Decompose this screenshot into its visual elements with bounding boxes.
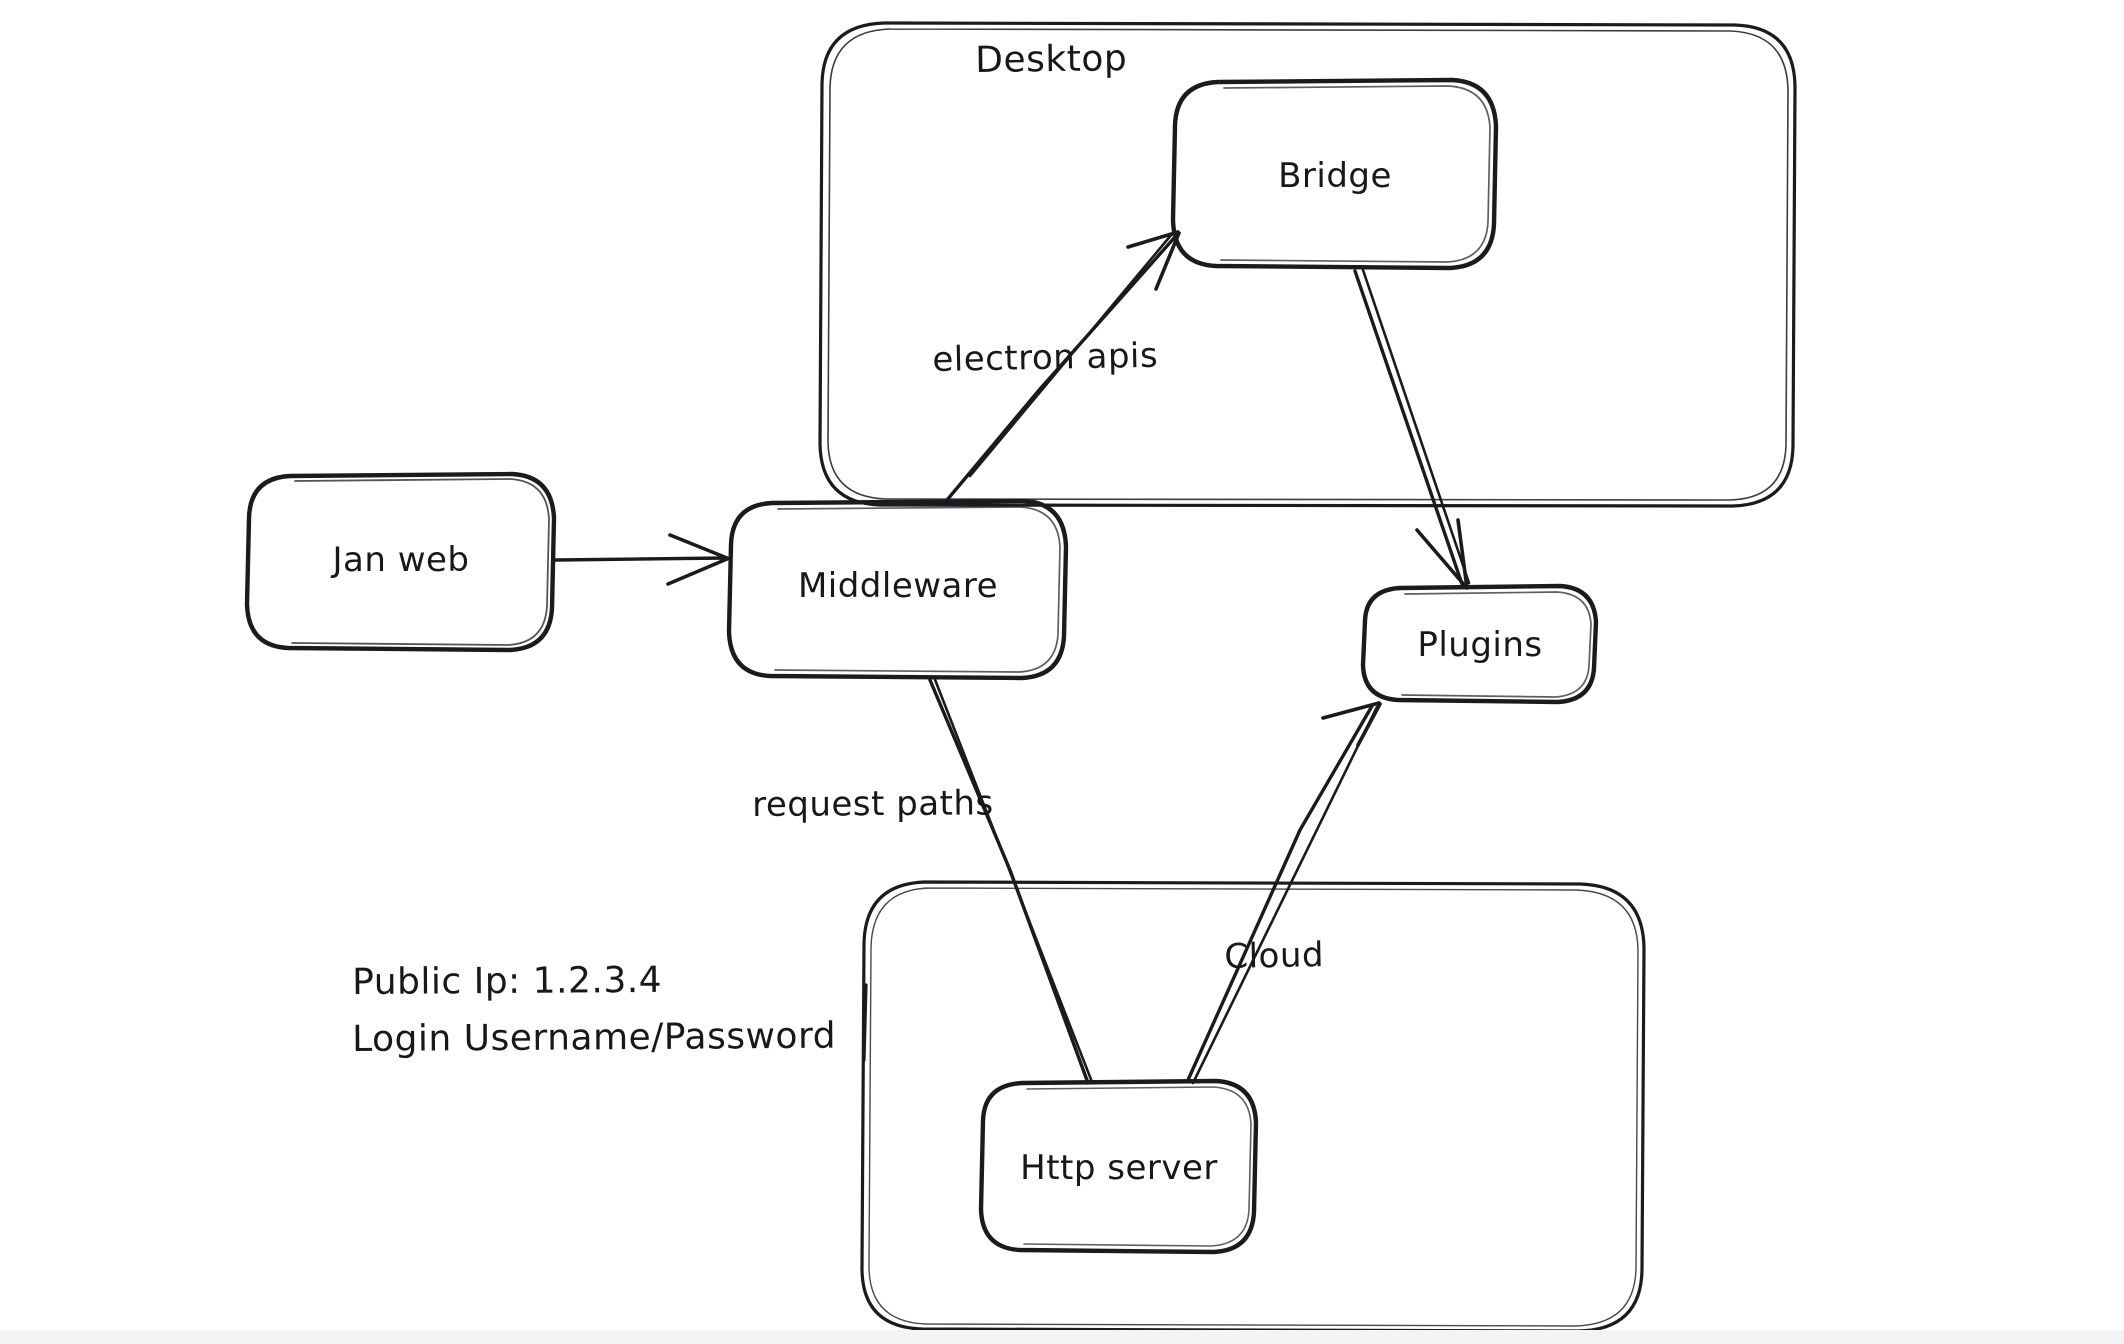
edge-middleware-to-bridge [945, 230, 1181, 502]
node-http-server-outline [978, 1078, 1259, 1255]
edge-label-cloud: Cloud [1224, 935, 1325, 977]
edge-label-request-paths: request paths [752, 783, 994, 825]
edge-jan-web-to-middleware [554, 533, 729, 586]
edge-label-electron-apis: electron apis [932, 335, 1159, 380]
group-label-desktop: Desktop [975, 38, 1128, 81]
node-label-middleware[interactable]: Middleware [797, 566, 999, 606]
edge-bridge-to-plugins [1353, 268, 1471, 590]
group-desktop-outline [818, 21, 1797, 508]
node-jan-web-outline [244, 471, 557, 653]
edge-middleware-to-http-server [928, 675, 1094, 1085]
node-bridge-outline [1170, 77, 1499, 271]
node-label-plugins[interactable]: Plugins [1417, 625, 1543, 665]
node-label-bridge[interactable]: Bridge [1278, 156, 1392, 196]
note-public-ip: Public Ip: 1.2.3.4 [352, 959, 663, 1003]
bottom-edge-strip [0, 1330, 2124, 1344]
note-login-credentials: Login Username/Password [352, 1015, 837, 1060]
node-label-jan-web[interactable]: Jan web [332, 540, 470, 580]
edge-http-server-to-plugins [1186, 701, 1382, 1085]
node-label-http-server[interactable]: Http server [1020, 1148, 1218, 1188]
note-stray-stroke [862, 983, 868, 1062]
node-middleware-outline [726, 498, 1069, 681]
node-plugins-outline [1360, 583, 1599, 705]
